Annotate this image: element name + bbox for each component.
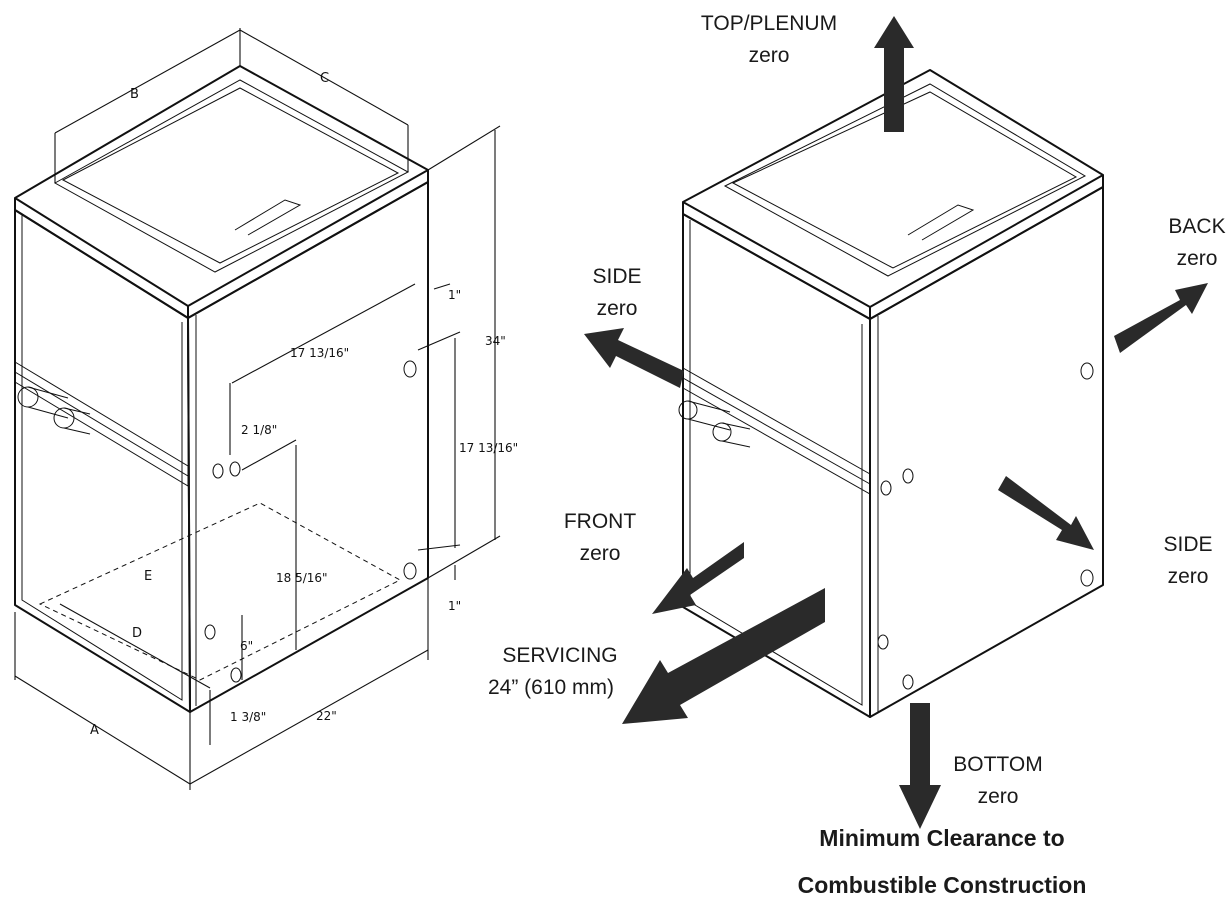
top-clearance-label: TOP/PLENUM <box>701 12 837 35</box>
top-clearance-value: zero <box>749 44 790 67</box>
dim-18-5-16: 18 5/16" <box>276 571 328 585</box>
clearance-unit-drawing <box>678 69 1104 718</box>
dim-letter-a: A <box>90 723 99 738</box>
dim-2-1-8: 2 1/8" <box>241 423 277 437</box>
dim-17-13-16-vertical: 17 13/16" <box>459 441 518 455</box>
side-right-clearance-label: SIDE <box>1163 533 1212 556</box>
side-left-clearance-value: zero <box>597 297 638 320</box>
arrow-side-right-icon <box>998 476 1094 550</box>
dim-34in: 34" <box>485 334 506 348</box>
clearance-labels: TOP/PLENUM zero BACK zero SIDE zero FRON… <box>488 12 1226 808</box>
dim-letter-c: C <box>320 71 329 86</box>
arrow-up-icon <box>874 16 914 132</box>
side-right-clearance-value: zero <box>1168 565 1209 588</box>
dim-letter-d: D <box>132 626 142 641</box>
arrow-front-icon <box>652 542 744 614</box>
arrow-down-icon <box>899 703 941 829</box>
clearance-arrows <box>584 16 1208 829</box>
dim-6in: 6" <box>240 639 253 653</box>
dim-letter-e: E <box>144 569 152 584</box>
arrow-side-left-icon <box>584 328 684 388</box>
bottom-clearance-label: BOTTOM <box>953 753 1042 776</box>
dim-1-3-8: 1 3/8" <box>230 710 266 724</box>
caption-line-2: Combustible Construction <box>798 872 1087 898</box>
front-clearance-value: zero <box>580 542 621 565</box>
bottom-clearance-value: zero <box>978 785 1019 808</box>
dimensioned-unit-drawing <box>14 28 501 790</box>
servicing-clearance-label: SERVICING <box>502 644 617 667</box>
arrow-back-icon <box>1114 283 1208 353</box>
dim-1in-bottom: 1" <box>448 599 461 613</box>
dim-22in: 22" <box>316 709 337 723</box>
dim-1in-top: 1" <box>448 288 461 302</box>
dim-letter-b: B <box>130 87 139 102</box>
front-clearance-label: FRONT <box>564 510 636 533</box>
dim-17-13-16-horizontal: 17 13/16" <box>290 346 349 360</box>
servicing-clearance-value: 24” (610 mm) <box>488 676 614 699</box>
caption-line-1: Minimum Clearance to <box>819 825 1064 851</box>
arrow-servicing-icon <box>622 588 825 724</box>
back-clearance-value: zero <box>1177 247 1218 270</box>
side-left-clearance-label: SIDE <box>592 265 641 288</box>
back-clearance-label: BACK <box>1168 215 1225 238</box>
